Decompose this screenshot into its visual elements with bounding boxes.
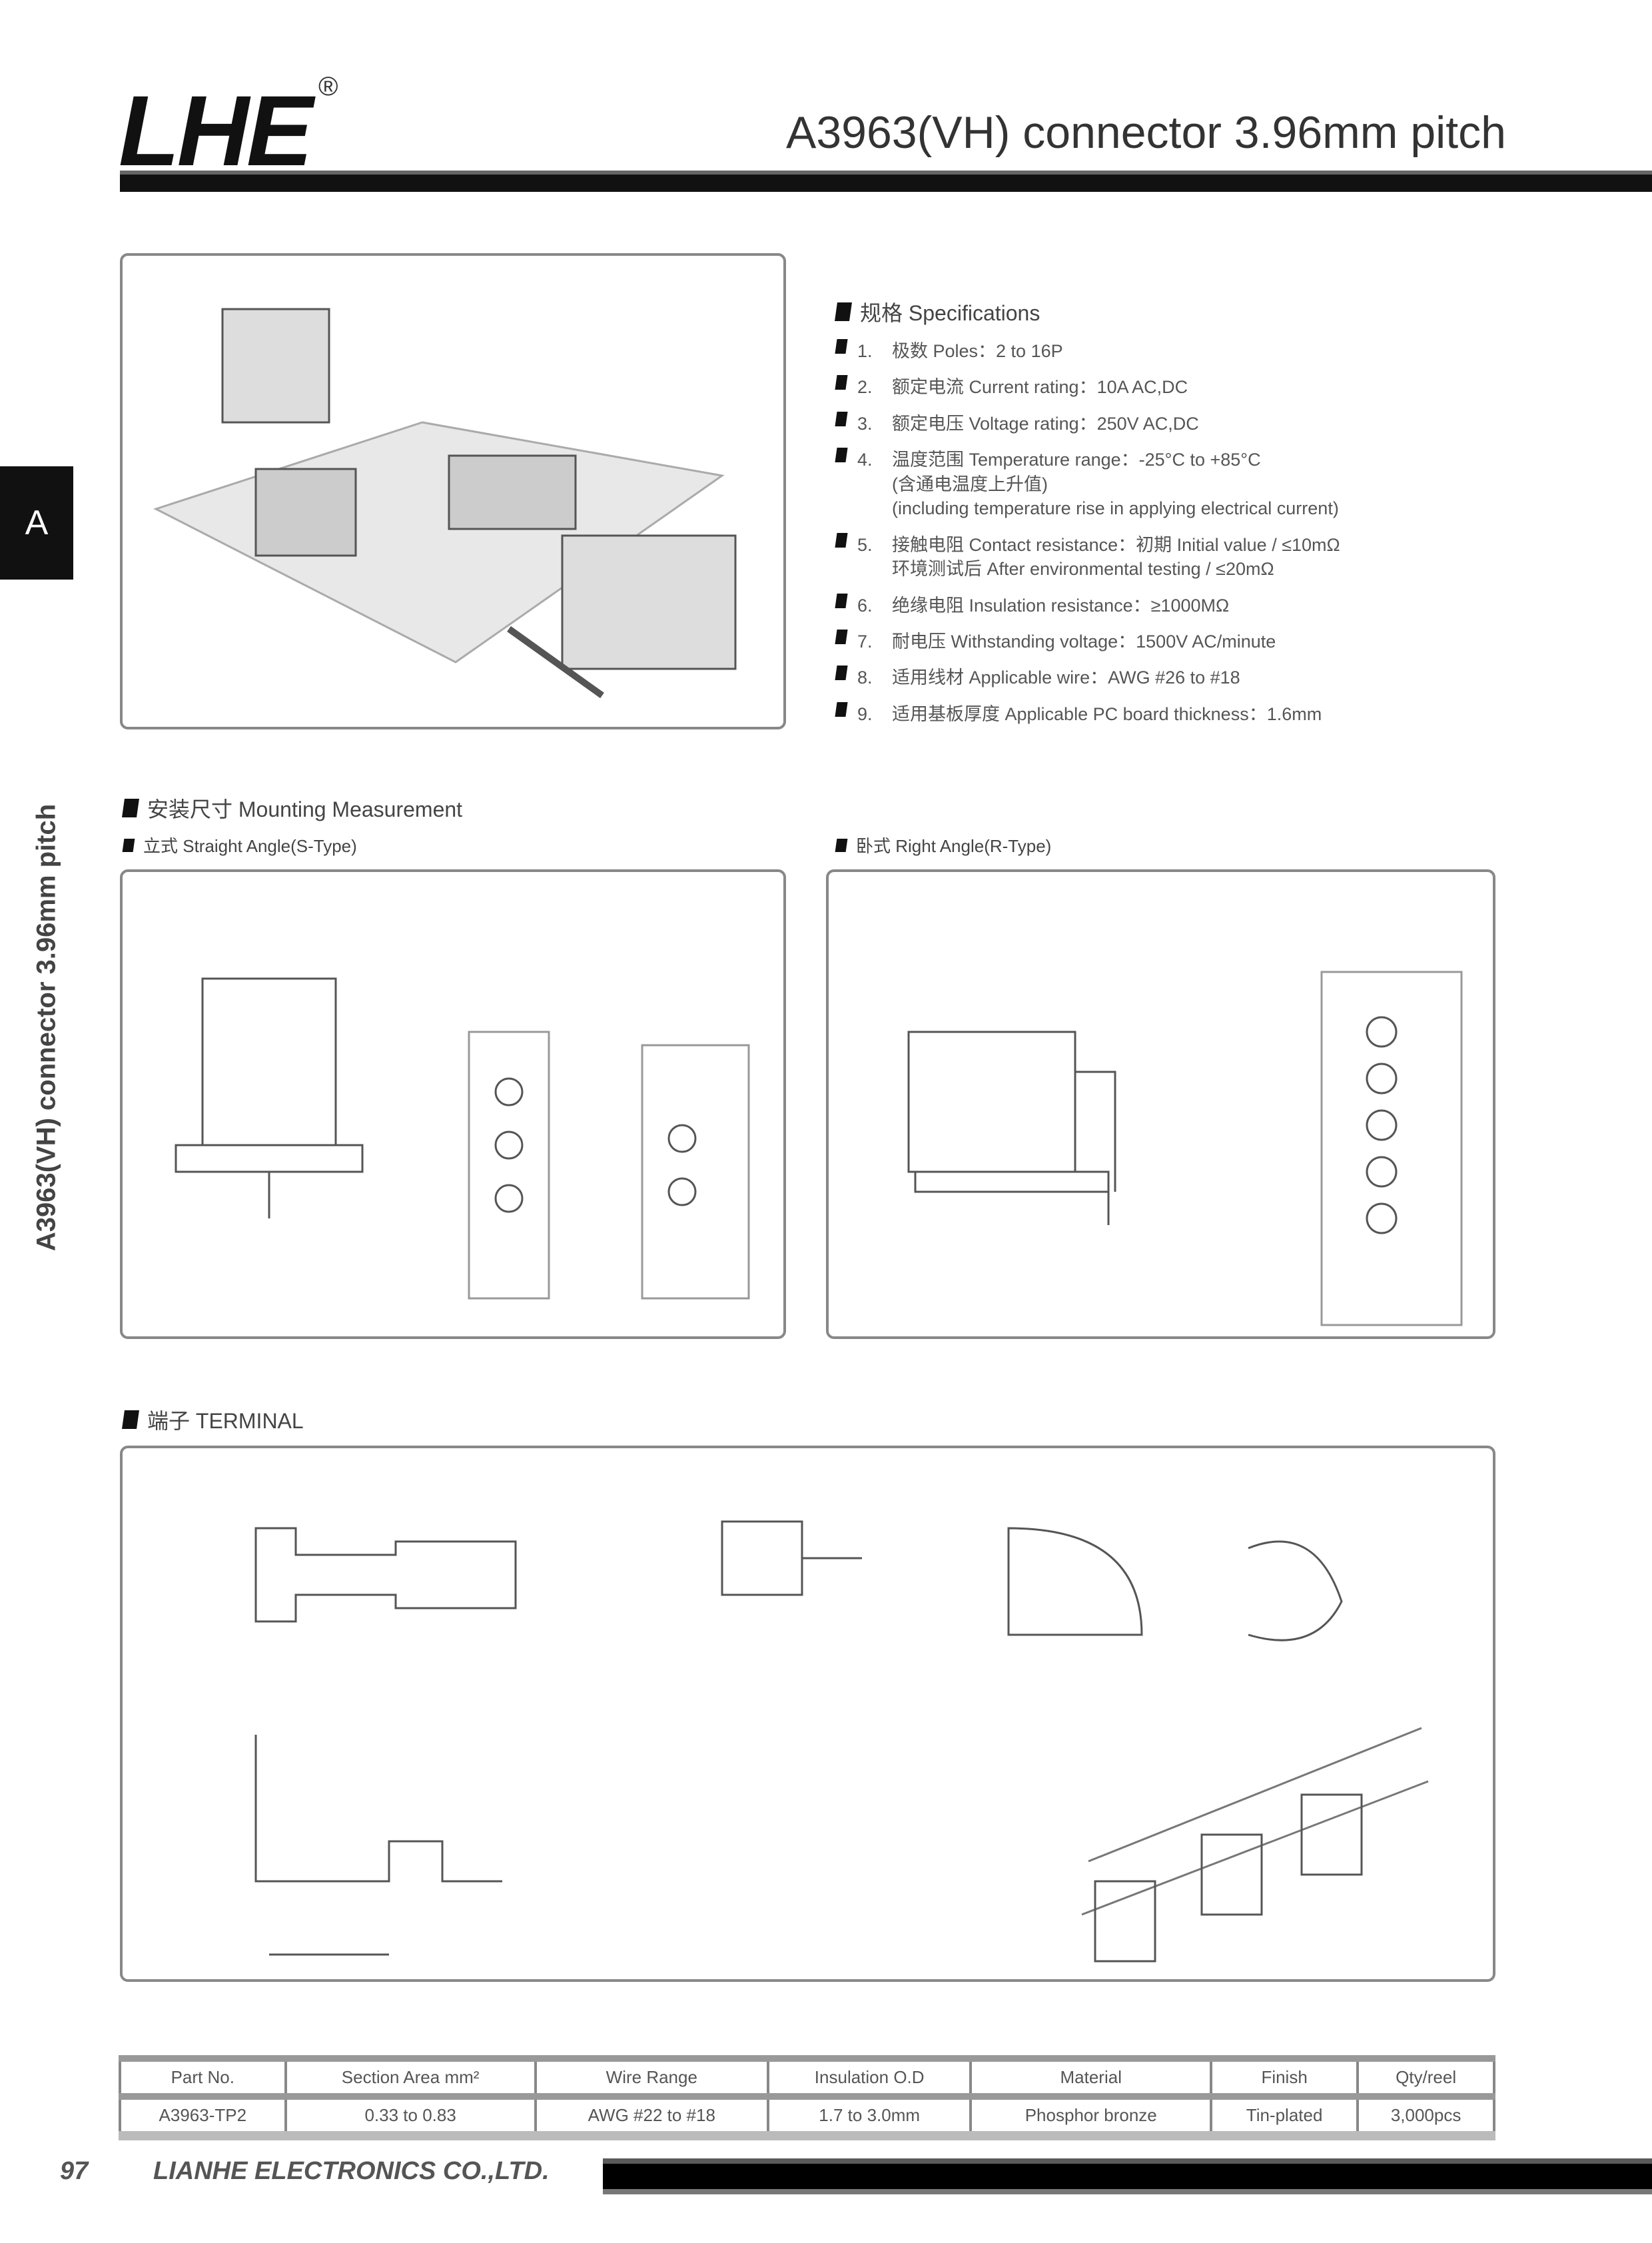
company-name: LIANHE ELECTRONICS CO.,LTD.: [153, 2157, 550, 2185]
specs-heading: 规格 Specifications: [835, 296, 1502, 327]
table-cell: AWG #22 to #18: [534, 2093, 769, 2140]
bullet-icon: [835, 666, 848, 681]
r-type-heading-text: 卧式 Right Angle(R-Type): [856, 836, 1052, 856]
vertical-title: A3963(VH) connector 3.96mm pitch: [31, 803, 61, 1252]
spec-line: 耐电压 Withstanding voltage：1500V AC/minute: [892, 631, 1276, 652]
spec-number: 8.: [857, 668, 873, 688]
column-header: Part No.: [119, 2055, 287, 2098]
spec-number: 9.: [857, 703, 873, 724]
bullet-icon: [835, 375, 848, 390]
bullet-icon: [835, 532, 848, 548]
table-cell: 3,000pcs: [1356, 2093, 1495, 2140]
spec-number: 5.: [857, 534, 873, 555]
bullet-icon: [835, 629, 848, 644]
r-type-heading: 卧式 Right Angle(R-Type): [835, 833, 1052, 857]
spec-item: 3. 额定电压 Voltage rating：250V AC,DC: [835, 411, 1502, 436]
product-photo-box: [120, 253, 786, 729]
spec-number: 6.: [857, 595, 873, 616]
s-type-drawing: [175, 977, 750, 1300]
spec-text: 额定电流 Current rating：10A AC,DC: [892, 375, 1188, 399]
spec-line: 接触电阻 Contact resistance：初期 Initial value…: [892, 534, 1340, 555]
spec-item: 4. 温度范围 Temperature range：-25°C to +85°C (…: [835, 448, 1502, 520]
registered-mark: ®: [318, 72, 338, 101]
column-header: Wire Range: [534, 2055, 769, 2098]
lhe-logo: LHE: [119, 75, 313, 187]
footer-rule: [603, 2158, 1652, 2194]
bullet-icon: [835, 593, 848, 608]
mounting-heading: 安装尺寸 Mounting Measurement: [122, 793, 463, 823]
bullet-icon: [835, 838, 848, 852]
page-number: 97: [60, 2157, 89, 2185]
spec-line: 绝缘电阻 Insulation resistance：≥1000MΩ: [892, 595, 1230, 616]
terminal-heading-text: 端子 TERMINAL: [147, 1409, 304, 1433]
spec-number: 1.: [857, 341, 873, 361]
r-type-drawing: [907, 971, 1463, 1326]
terminal-heading: 端子 TERMINAL: [122, 1404, 304, 1435]
spec-line: 额定电压 Voltage rating：250V AC,DC: [892, 413, 1199, 434]
bullet-icon: [835, 701, 848, 717]
spec-number: 4.: [857, 450, 873, 470]
bullet-icon: [122, 1410, 139, 1429]
spec-item: 7. 耐电压 Withstanding voltage：1500V AC/minu…: [835, 629, 1502, 654]
spec-text: 绝缘电阻 Insulation resistance：≥1000MΩ: [892, 594, 1229, 618]
bullet-icon: [122, 799, 139, 817]
spec-item: 1. 极数 Poles：2 to 16P: [835, 339, 1502, 363]
s-type-heading: 立式 Straight Angle(S-Type): [122, 833, 357, 857]
spec-line: (含通电温度上升值): [892, 474, 1048, 494]
bullet-icon: [122, 838, 135, 852]
spec-line: 适用基板厚度 Applicable PC board thickness：1.6…: [892, 703, 1322, 724]
bullet-icon: [835, 448, 848, 463]
specifications: 规格 Specifications 1. 极数 Poles：2 to 16P 2. 额…: [835, 296, 1502, 726]
spec-text: 适用基板厚度 Applicable PC board thickness：1.6…: [892, 702, 1322, 726]
s-type-drawing-box: [120, 869, 786, 1339]
table-cell: A3963-TP2: [119, 2093, 287, 2140]
spec-text: 耐电压 Withstanding voltage：1500V AC/minute: [892, 630, 1276, 654]
spec-line: (including temperature rise in applying …: [892, 498, 1339, 519]
spec-line: 极数 Poles：2 to 16P: [892, 341, 1063, 361]
spec-item: 5. 接触电阻 Contact resistance：初期 Initial val…: [835, 532, 1502, 582]
spec-line: 环境测试后 After environmental testing / ≤20m…: [892, 559, 1274, 580]
bullet-icon: [835, 339, 848, 354]
specs-heading-text: 规格 Specifications: [860, 301, 1040, 325]
spec-text: 极数 Poles：2 to 16P: [892, 339, 1063, 363]
table-cell: Tin-plated: [1210, 2093, 1360, 2140]
column-header: Insulation O.D: [766, 2055, 973, 2098]
spec-item: 9. 适用基板厚度 Applicable PC board thickness：1…: [835, 701, 1502, 726]
spec-number: 7.: [857, 631, 873, 652]
bullet-icon: [835, 411, 848, 426]
connector-illustration: [153, 308, 737, 699]
bullet-icon: [835, 302, 852, 321]
column-header: Qty/reel: [1356, 2055, 1495, 2098]
spec-text: 额定电压 Voltage rating：250V AC,DC: [892, 412, 1199, 436]
column-header: Finish: [1210, 2055, 1360, 2098]
spec-item: 6. 绝缘电阻 Insulation resistance：≥1000MΩ: [835, 593, 1502, 618]
table-cell: 1.7 to 3.0mm: [766, 2093, 973, 2140]
header-rule: [120, 171, 1652, 192]
terminal-drawing: [254, 1520, 1429, 1963]
spec-text: 适用线材 Applicable wire：AWG #26 to #18: [892, 666, 1240, 689]
column-header: Material: [969, 2055, 1213, 2098]
spec-text: 接触电阻 Contact resistance：初期 Initial value…: [892, 533, 1340, 582]
mounting-heading-text: 安装尺寸 Mounting Measurement: [147, 797, 463, 821]
s-type-heading-text: 立式 Straight Angle(S-Type): [143, 836, 357, 856]
r-type-drawing-box: [826, 869, 1495, 1339]
terminal-drawing-box: [120, 1446, 1495, 1982]
spec-item: 2. 额定电流 Current rating：10A AC,DC: [835, 375, 1502, 399]
page-title: A3963(VH) connector 3.96mm pitch: [786, 107, 1506, 158]
section-tab-a[interactable]: A: [0, 466, 73, 580]
spec-line: 额定电流 Current rating：10A AC,DC: [892, 377, 1188, 398]
spec-text: 温度范围 Temperature range：-25°C to +85°C (含通…: [892, 448, 1339, 520]
column-header: Section Area mm²: [284, 2055, 537, 2098]
spec-line: 温度范围 Temperature range：-25°C to +85°C: [892, 450, 1261, 470]
spec-line: 适用线材 Applicable wire：AWG #26 to #18: [892, 668, 1240, 688]
spec-number: 2.: [857, 377, 873, 398]
spec-number: 3.: [857, 413, 873, 434]
table-cell: Phosphor bronze: [969, 2093, 1213, 2140]
spec-item: 8. 适用线材 Applicable wire：AWG #26 to #18: [835, 666, 1502, 689]
table-cell: 0.33 to 0.83: [284, 2093, 537, 2140]
